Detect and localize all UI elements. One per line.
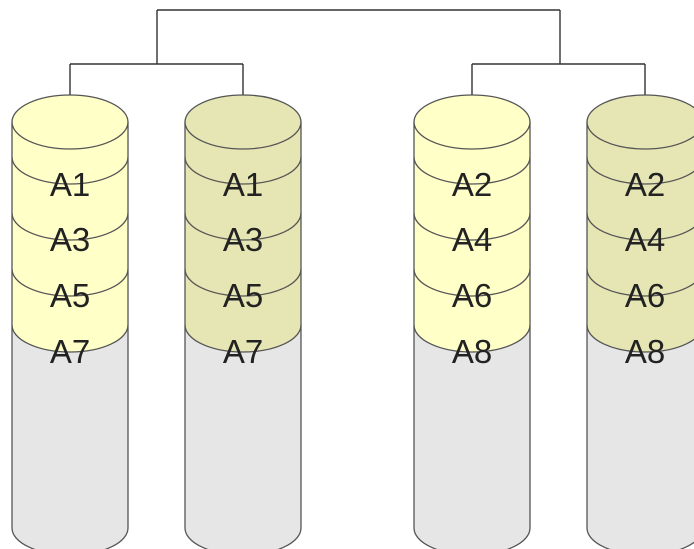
disk-data-area — [12, 122, 128, 352]
disk-empty-space — [12, 325, 128, 549]
disk-top-cap — [413, 94, 531, 150]
data-block-label: A7 — [223, 333, 263, 370]
data-block-label: A5 — [50, 277, 90, 314]
disk-outline — [586, 122, 694, 549]
disk-empty-space — [587, 325, 694, 549]
block-divider — [413, 268, 531, 297]
data-block-label: A5 — [223, 277, 263, 314]
data-block-label: A1 — [223, 166, 263, 203]
data-block-label: A4 — [452, 221, 492, 258]
data-block-label: A7 — [50, 333, 90, 370]
disk-empty-space — [414, 325, 530, 549]
block-divider — [184, 268, 302, 297]
block-divider — [586, 156, 694, 185]
disk-outline — [413, 122, 531, 549]
connector-lines — [69, 9, 646, 122]
block-divider — [184, 212, 302, 241]
block-divider — [413, 212, 531, 241]
block-divider — [586, 268, 694, 297]
data-block-label: A4 — [625, 221, 665, 258]
data-block-label: A3 — [223, 221, 263, 258]
disk-data-area — [414, 122, 530, 352]
data-block-label: A2 — [625, 166, 665, 203]
data-block-label: A6 — [625, 277, 665, 314]
data-block-label: A8 — [452, 333, 492, 370]
disk-outline — [11, 122, 129, 549]
block-divider — [586, 212, 694, 241]
disk-top-cap — [184, 94, 302, 150]
block-divider — [11, 268, 129, 297]
block-divider — [413, 324, 531, 353]
disk-top-cap — [586, 94, 694, 150]
data-block-label: A2 — [452, 166, 492, 203]
block-divider — [11, 156, 129, 185]
block-divider — [11, 324, 129, 353]
block-divider — [11, 212, 129, 241]
disk-empty-space — [185, 325, 301, 549]
data-block-label: A8 — [625, 333, 665, 370]
data-block-label: A6 — [452, 277, 492, 314]
data-block-label: A1 — [50, 166, 90, 203]
block-divider — [413, 156, 531, 185]
block-divider — [184, 156, 302, 185]
block-divider — [586, 324, 694, 353]
disk-top-cap — [11, 94, 129, 150]
disk-data-area — [185, 122, 301, 352]
disk-outline — [184, 122, 302, 549]
data-block-label: A3 — [50, 221, 90, 258]
block-divider — [184, 324, 302, 353]
